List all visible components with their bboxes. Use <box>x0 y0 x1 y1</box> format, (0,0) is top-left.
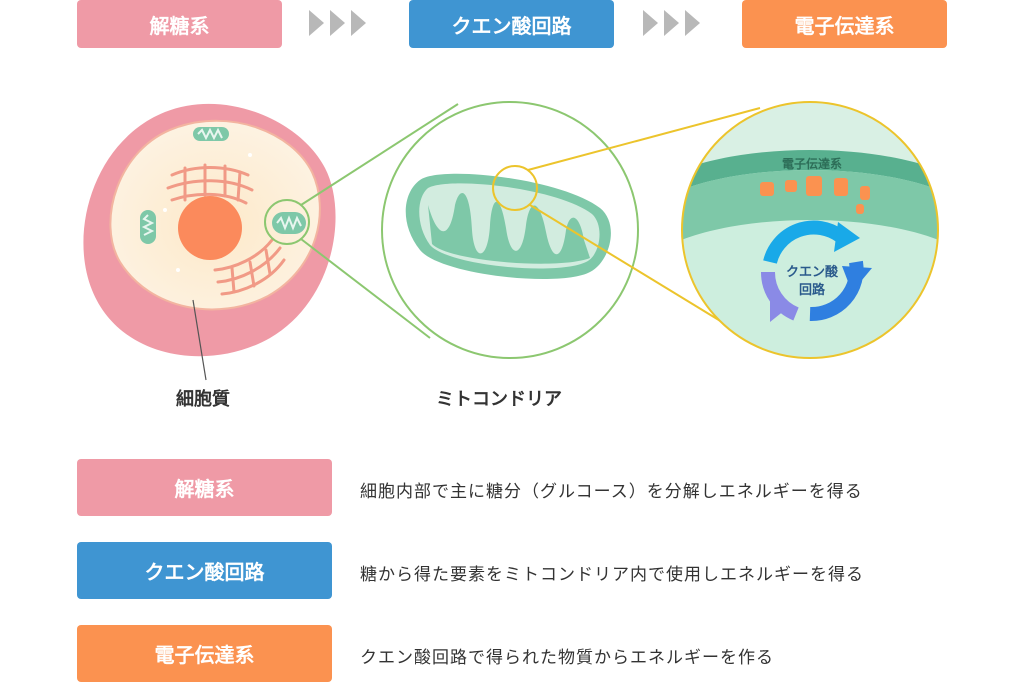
zoom-circle-cell <box>264 199 310 245</box>
mitochondrion-small <box>193 127 229 141</box>
row-desc-citric-acid-cycle: 糖から得た要素をミトコンドリア内で使用しエネルギーを得る <box>360 565 864 585</box>
row-desc-electron-transport: クエン酸回路で得られた物質からエネルギーを作る <box>360 648 774 668</box>
zoom-circle-inner-membrane <box>681 101 939 359</box>
row-name-glycolysis: 解糖系 <box>77 459 332 516</box>
row-name-citric-acid-cycle: クエン酸回路 <box>77 542 332 599</box>
cytoplasm-label: 細胞質 <box>176 389 230 410</box>
endoplasmic-reticulum <box>166 163 286 296</box>
etc-label: 電子伝達系 <box>782 156 842 171</box>
flow-stage-citric-acid-cycle: クエン酸回路 <box>409 0 614 48</box>
mitochondrion-large <box>405 173 611 280</box>
chevron-right-icon <box>685 10 700 36</box>
chevron-right-icon <box>643 10 658 36</box>
flow-arrows-2 <box>643 10 700 36</box>
mitochondrion-small <box>272 212 306 234</box>
row-name-electron-transport: 電子伝達系 <box>77 625 332 682</box>
chevron-right-icon <box>309 10 324 36</box>
chevron-right-icon <box>664 10 679 36</box>
nucleus <box>178 196 242 260</box>
cycle-label: クエン酸 <box>786 264 839 280</box>
mitochondria-label: ミトコンドリア <box>436 389 562 410</box>
electron-transport-proteins <box>760 176 870 214</box>
mitochondrion-small <box>140 210 156 244</box>
zoom-circle-membrane <box>492 165 538 211</box>
inner-membrane-zoom: クエン酸 回路 電子伝達系 <box>682 102 938 358</box>
flow-stage-electron-transport: 電子伝達系 <box>742 0 947 48</box>
cell-illustration: クエン酸 回路 電子伝達系 <box>83 101 939 381</box>
row-desc-glycolysis: 細胞内部で主に糖分（グルコース）を分解しエネルギーを得る <box>360 482 863 502</box>
cell <box>83 103 336 381</box>
flow-arrows-1 <box>309 10 366 36</box>
chevron-right-icon <box>330 10 345 36</box>
cycle-label: 回路 <box>799 282 826 298</box>
flow-stage-glycolysis: 解糖系 <box>77 0 282 48</box>
chevron-right-icon <box>351 10 366 36</box>
